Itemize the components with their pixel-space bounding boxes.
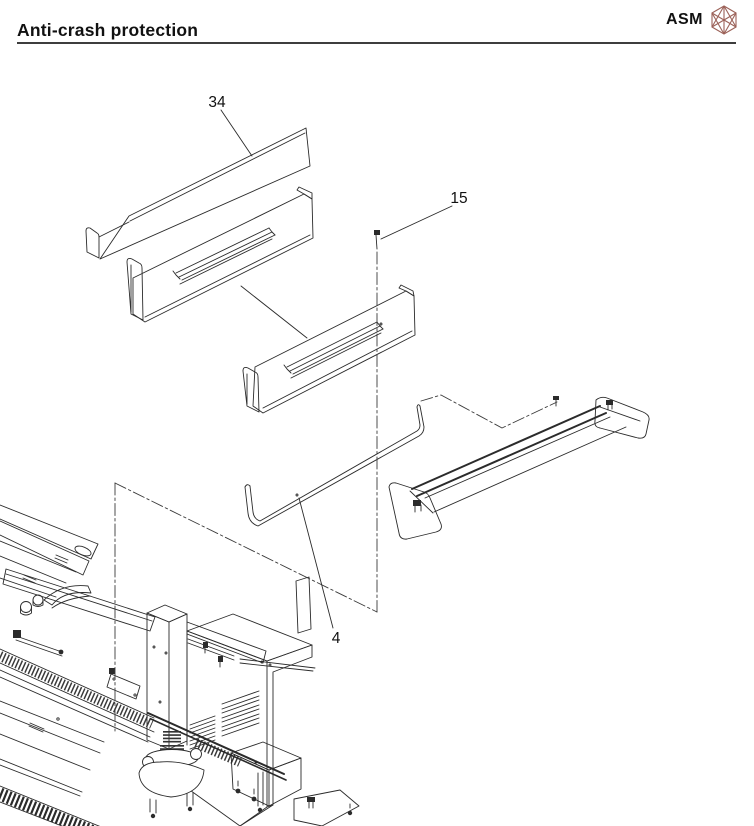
brand-block: ASM (666, 4, 740, 36)
leader-line-4 (298, 497, 334, 629)
part-15-pin (374, 230, 380, 250)
part-labels: 34 15 4 (208, 94, 467, 647)
middle-rail-panel (242, 284, 416, 414)
crash-tray-assembly (388, 396, 650, 540)
part-4-bracket (244, 404, 425, 527)
machine-base (0, 504, 360, 826)
header-rule (17, 42, 736, 44)
leader-line-holder (240, 285, 308, 339)
leader-line-34 (220, 109, 253, 157)
part-34-blade (85, 127, 311, 260)
leader-line-15 (380, 205, 453, 240)
part-label-34: 34 (208, 94, 226, 111)
part-34-holder-panel (126, 186, 314, 339)
leader-lines (220, 109, 453, 629)
centerlines (114, 251, 558, 732)
brand-text: ASM (665, 11, 703, 28)
part-label-15: 15 (450, 190, 467, 207)
part-label-4: 4 (332, 630, 341, 647)
asm-hexagon-logo-icon (711, 5, 737, 35)
centerline-diagonal (114, 482, 378, 613)
page-title: Anti-crash protection (17, 20, 199, 40)
centerline-tray-hinge (420, 394, 558, 429)
